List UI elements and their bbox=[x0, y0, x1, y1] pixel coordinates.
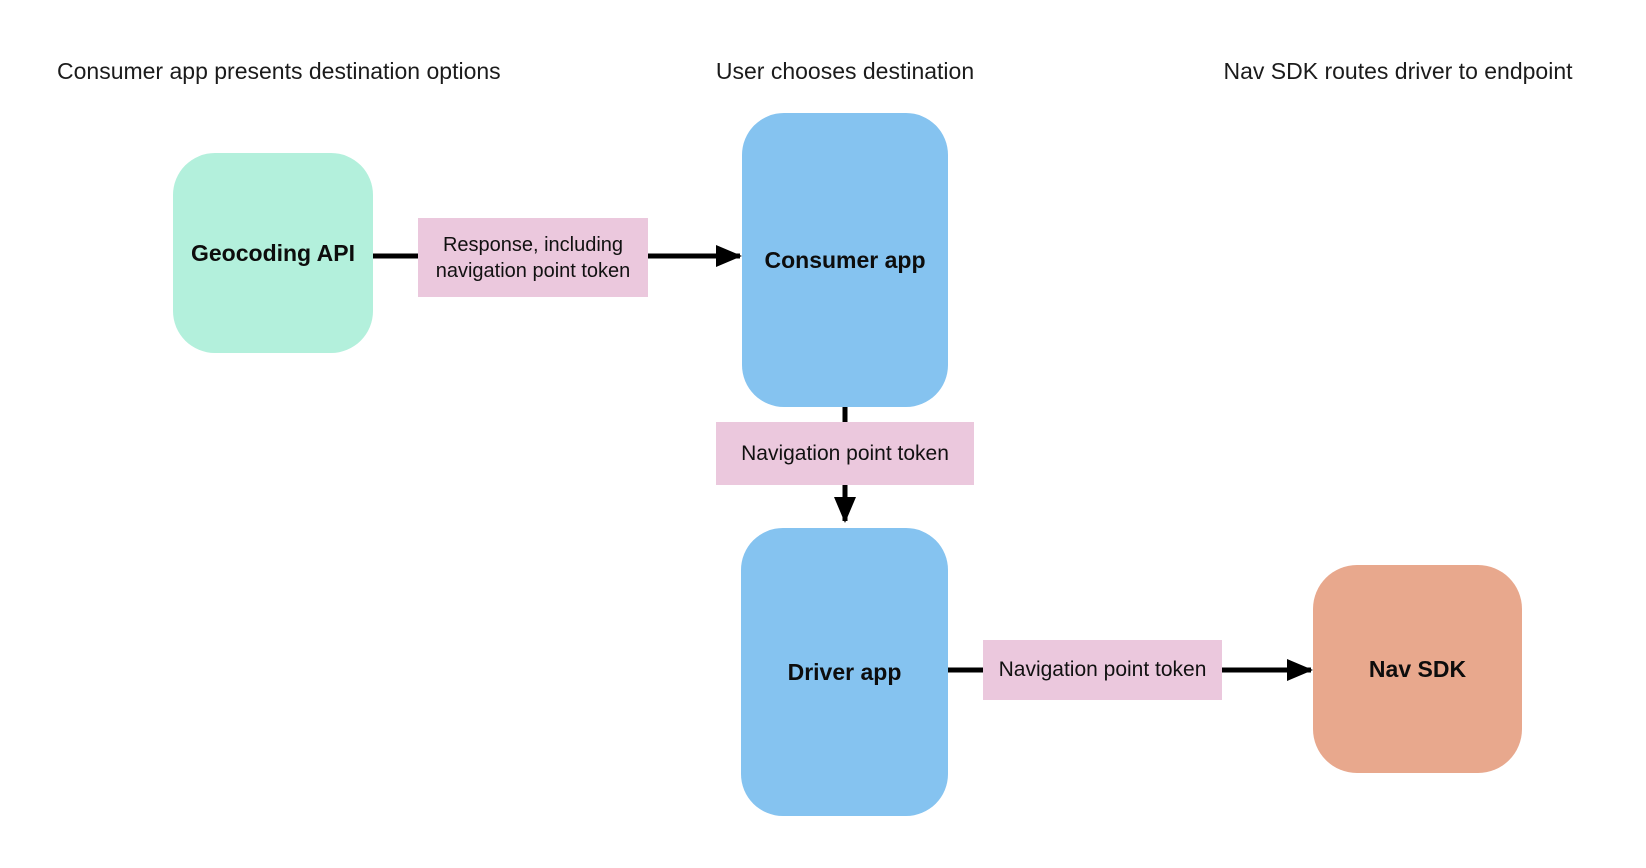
lane-header-consumer-presents: Consumer app presents destination option… bbox=[57, 58, 501, 84]
edge-label-navigation-point-token-2: Navigation point token bbox=[983, 640, 1222, 700]
node-geocoding-api-label: Geocoding API bbox=[191, 239, 355, 266]
lane-header-navsdk-routes: Nav SDK routes driver to endpoint bbox=[1223, 58, 1573, 84]
edge-label-navigation-point-token-1: Navigation point token bbox=[716, 422, 974, 485]
node-geocoding-api: Geocoding API bbox=[173, 153, 373, 353]
node-consumer-app-label: Consumer app bbox=[764, 246, 926, 273]
node-nav-sdk: Nav SDK bbox=[1313, 565, 1522, 773]
edge-label-response-including-token: Response, including navigation point tok… bbox=[418, 218, 648, 297]
node-driver-app-label: Driver app bbox=[787, 658, 902, 685]
edge-label-text: Navigation point token bbox=[998, 658, 1207, 681]
node-nav-sdk-label: Nav SDK bbox=[1368, 655, 1467, 682]
edge-label-text: Navigation point token bbox=[741, 441, 949, 465]
lane-header-user-chooses: User chooses destination bbox=[715, 58, 975, 84]
edge-label-text: Response, including navigation point tok… bbox=[435, 233, 631, 282]
node-consumer-app: Consumer app bbox=[742, 113, 948, 407]
node-driver-app: Driver app bbox=[741, 528, 948, 816]
